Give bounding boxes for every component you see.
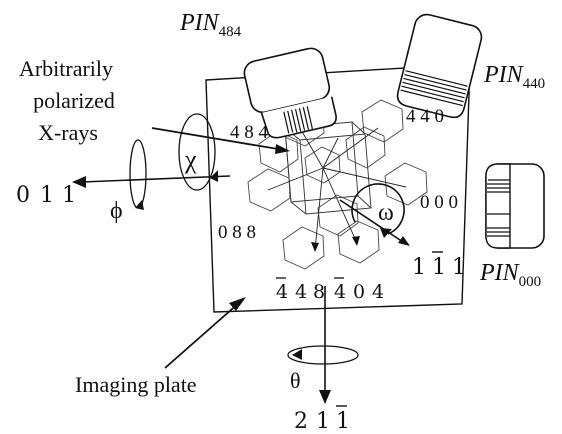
imaging-plate [205,63,471,313]
label-chi: χ [184,145,197,174]
label-theta: θ [290,368,301,393]
r448-2: 8 [313,281,325,303]
spot-lower-right [337,220,380,264]
label-xrays: X-rays [38,120,98,145]
r404-0: 4 [334,281,346,303]
pin440-base: PIN [483,62,525,88]
r111-1: 1 [432,255,446,280]
detector-pin000 [485,163,545,249]
pin000-base: PIN [479,260,521,286]
reflection-440: 4 4 0 [406,106,444,127]
spot-lower-center [317,194,359,237]
pin000-sub: 000 [519,274,542,290]
label-pin484: PIN484 [179,10,242,40]
detector-pin484 [243,47,337,139]
axis-left-0: 0 [16,183,30,208]
axis-label-21-1: 2 1 1 [294,405,350,434]
theta-axis-arrow [287,286,359,404]
axis-bottom-0: 2 [294,409,308,434]
omega-rotation-icon [339,183,410,246]
label-polarized: polarized [33,88,115,113]
spot-right [384,162,428,206]
detector-pin440 [396,13,483,119]
axis-left-1: 1 [40,183,54,208]
label-pin440: PIN440 [483,62,545,92]
r404-2: 4 [372,281,384,303]
axis-bottom-2: 1 [336,409,350,434]
r404-1: 0 [353,281,365,303]
reflection-404: 4 0 4 [334,277,384,303]
axis-bottom-1: 1 [316,409,330,434]
label-pin000: PIN000 [479,260,541,290]
lattice-cube [284,121,372,215]
label-omega: ω [378,200,394,226]
spot-lower-left [282,226,325,270]
r111-2: 1 [452,255,466,280]
axis-label-011: 0 1 1 [16,183,76,208]
spot-mid-right [345,126,386,169]
axis-left-2: 1 [62,183,76,208]
reflection-448: 4 4 8 [276,277,325,303]
diffraction-rays [267,127,407,251]
phi-axis-arrow [72,175,231,188]
spot-440 [361,99,404,143]
label-phi: ϕ [110,198,123,224]
label-arbitrarily: Arbitrarily [19,56,113,81]
imaging-plate-pointer [164,297,246,369]
ray-arrowheads [311,236,360,252]
r448-1: 4 [295,281,307,303]
incident-beam-arrow [151,127,290,154]
label-imaging-plate: Imaging plate [75,372,197,397]
reflection-000: 0 0 0 [420,192,458,213]
pin484-sub: 484 [219,24,242,40]
reflection-484: 4 8 4 [230,122,269,143]
phi-rotation-icon [129,139,147,210]
r111-0: 1 [412,255,426,280]
pin484-base: PIN [179,10,221,36]
r448-0: 4 [276,281,288,303]
spot-left [247,168,291,212]
chi-rotation-icon [178,113,218,191]
reflection-1-11: 1 1 1 [412,251,466,280]
pin440-sub: 440 [523,76,546,92]
reflection-088: 0 8 8 [218,222,256,243]
